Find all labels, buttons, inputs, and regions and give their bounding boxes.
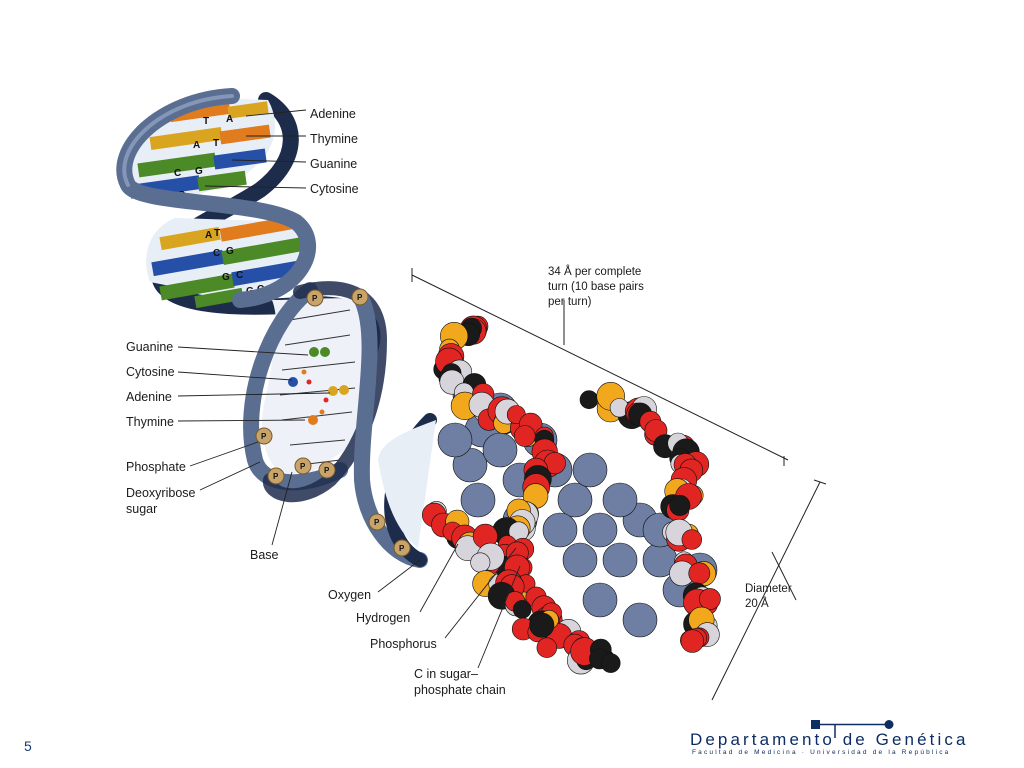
label-phosphorus: Phosphorus (370, 637, 437, 651)
base-atom (572, 452, 608, 488)
base-letter: T (203, 116, 209, 127)
oxygen-atom (681, 529, 702, 550)
base-atom (557, 482, 593, 518)
label-adenine-top: Adenine (310, 107, 356, 121)
carbon-atom (600, 653, 621, 673)
base-atom (542, 512, 578, 548)
brand-subtitle: Facultad de Medicina · Universidad de la… (692, 749, 951, 756)
label-base: Base (250, 548, 279, 562)
label-thymine-left: Thymine (126, 415, 174, 429)
oxygen-atom (680, 629, 704, 653)
base-atom (582, 582, 618, 618)
oxygen-atom (513, 425, 536, 447)
department-branding: Departamento de Genética Facultad de Med… (690, 718, 990, 758)
helix-ribbon-model: T A A T C G G C A T C G G C G C (116, 88, 381, 358)
base-letter: C (236, 270, 243, 281)
base-atom (602, 542, 638, 578)
carbon-atom (529, 612, 555, 638)
base-letter: A (193, 140, 200, 151)
label-cytosine-top: Cytosine (310, 182, 359, 196)
leader-lines (177, 109, 521, 669)
space-filling-model (422, 315, 721, 675)
label-diameter-line1: Diameter (745, 583, 792, 595)
base-atom (622, 602, 658, 638)
backbone-descending (353, 292, 428, 568)
phosphate-letter: P (273, 472, 279, 481)
diameter-annotation: Diameter 20 Å (745, 583, 792, 610)
base-letter: C (174, 168, 181, 179)
top-labels: Adenine Thymine Guanine Cytosine (310, 107, 359, 196)
phosphate-letter: P (261, 432, 267, 441)
backbone-left (243, 282, 348, 491)
carbon-atom (669, 494, 691, 516)
label-phosphate: Phosphate (126, 460, 186, 474)
label-deoxyribose-line1: Deoxyribose (126, 486, 196, 500)
left-labels: Guanine Cytosine Adenine Thymine Phospha… (126, 340, 279, 562)
slide-number: 5 (24, 738, 32, 754)
oxygen-atom (536, 637, 557, 658)
label-cytosine-left: Cytosine (126, 365, 175, 379)
base-pairs-turn-2 (151, 215, 305, 309)
base-atom (562, 542, 598, 578)
dimension-brackets (411, 268, 827, 701)
base-letter: C (213, 248, 220, 259)
label-diameter-line2: 20 Å (745, 597, 769, 610)
label-hydrogen: Hydrogen (356, 611, 410, 625)
bottom-labels: Oxygen Hydrogen Phosphorus C in sugar– p… (328, 588, 506, 697)
diameter-dimension-line (711, 481, 821, 701)
helix-chemical-model: P P P P P P P P (243, 281, 437, 568)
brand-logo-mark (811, 720, 894, 738)
phosphate-letter: P (374, 518, 380, 527)
label-c-sugar-line1: C in sugar– (414, 667, 478, 681)
label-turn-line1: 34 Å per complete (548, 265, 641, 278)
label-oxygen: Oxygen (328, 588, 371, 602)
label-adenine-left: Adenine (126, 390, 172, 404)
oxygen-atom (688, 562, 711, 585)
carbon-atom (579, 390, 599, 410)
label-thymine-top: Thymine (310, 132, 358, 146)
carbon-atom (512, 600, 532, 619)
base-letter: G (222, 272, 230, 283)
phosphate-letter: P (399, 544, 405, 553)
base-letter: G (195, 166, 203, 177)
turn-annotation: 34 Å per complete turn (10 base pairs pe… (548, 265, 644, 308)
label-c-sugar-line2: phosphate chain (414, 683, 506, 697)
base-letter: T (214, 228, 220, 239)
base-letter: T (213, 138, 219, 149)
base-atom (582, 512, 618, 548)
label-guanine-top: Guanine (310, 157, 357, 171)
base-letter: G (226, 246, 234, 257)
phosphate-letter: P (300, 462, 306, 471)
phosphate-groups (255, 288, 411, 557)
turn-dimension-line (411, 274, 789, 461)
brand-name: Departamento de Genética (690, 730, 969, 749)
base-atom (602, 482, 638, 518)
label-guanine-left: Guanine (126, 340, 173, 354)
label-turn-line3: per turn) (548, 296, 592, 308)
base-atom (460, 482, 496, 518)
phosphate-letter: P (312, 294, 318, 303)
base-atom (437, 422, 473, 458)
phosphate-letter: P (324, 466, 330, 475)
hydrogen-atom (470, 552, 491, 573)
oxygen-atom (699, 588, 721, 610)
base-letter: A (226, 114, 233, 125)
phosphate-letter: P (357, 293, 363, 302)
label-deoxyribose-line2: sugar (126, 502, 157, 516)
label-turn-line2: turn (10 base pairs (548, 281, 644, 293)
base-atom (482, 432, 518, 468)
base-letter: A (205, 230, 212, 241)
